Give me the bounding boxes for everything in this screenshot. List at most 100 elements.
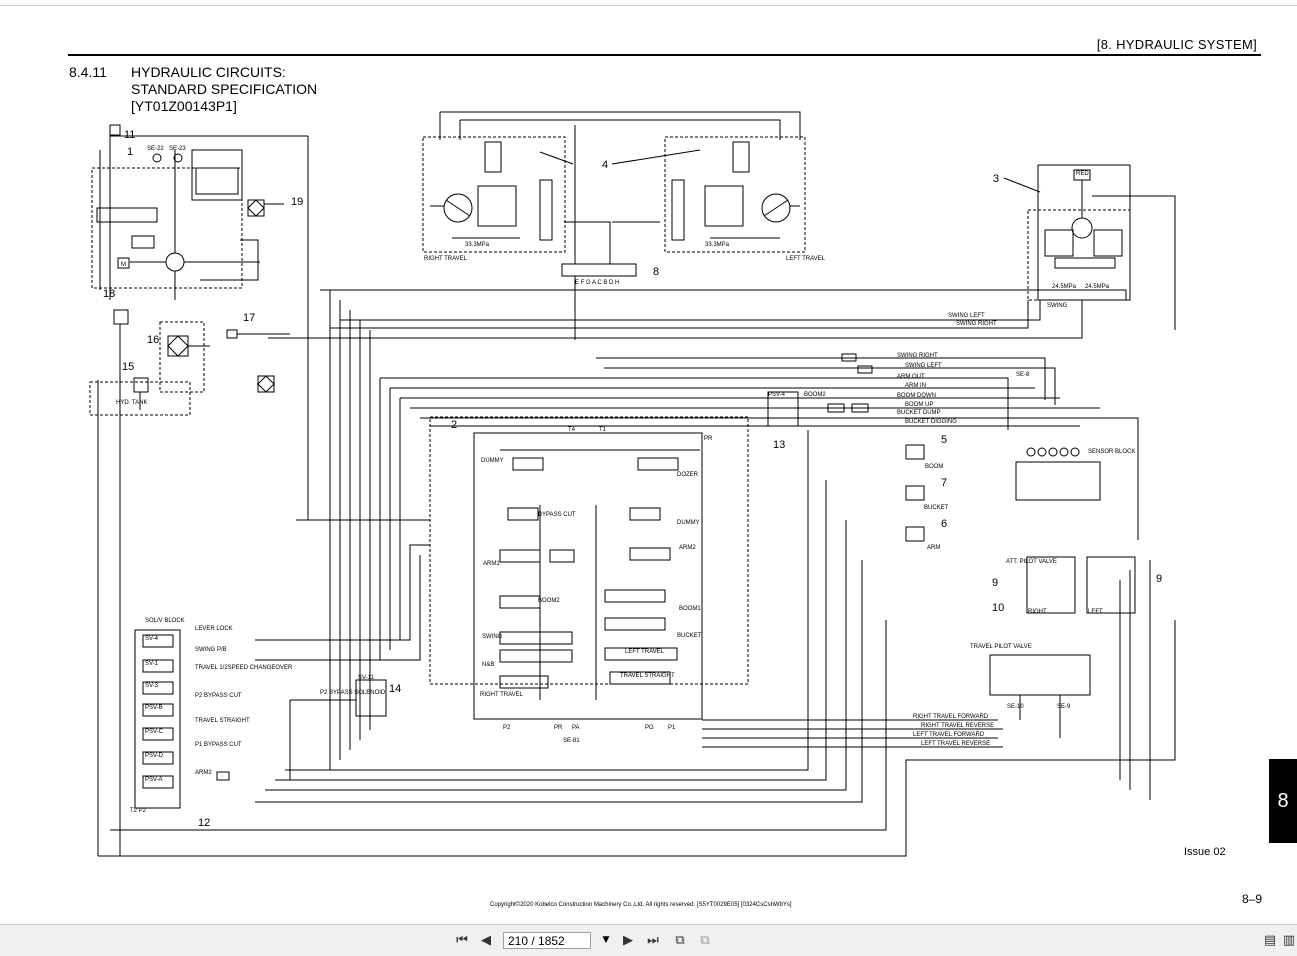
t4-label: T4 xyxy=(568,427,576,433)
page-number-input[interactable]: 210 / 1852 xyxy=(503,932,591,949)
se9-label: SE-9 xyxy=(1057,704,1071,710)
travel-pilot-valve xyxy=(989,654,1091,696)
callout-9-left: 9 xyxy=(992,577,998,589)
se8-label: SE-8 xyxy=(1016,372,1030,378)
callout-5: 5 xyxy=(941,434,947,446)
pa-label: PA xyxy=(572,725,580,731)
title-line-3: [YT01Z00143P1] xyxy=(131,98,237,114)
travel-pilot-label: TRAVEL PILOT VALVE xyxy=(970,644,1032,650)
lever-lock-label: LEVER LOCK xyxy=(195,626,233,632)
travel-motor-left xyxy=(664,136,806,253)
callout-7: 7 xyxy=(941,477,947,489)
arm2-sol-label: ARM2 xyxy=(195,770,212,776)
sensor-block-label: SENSOR BLOCK xyxy=(1088,449,1135,455)
bucket-dump-line: BUCKET DUMP xyxy=(897,410,941,416)
document-page: [8. HYDRAULIC SYSTEM] 8.4.11 HYDRAULIC C… xyxy=(0,5,1297,908)
swing-pressure-a: 24.5MPa xyxy=(1052,284,1077,290)
travel-straight-label: TRAVEL STRAIGHT xyxy=(195,718,250,724)
viewer-toolbar: ⏮ ◀ 210 / 1852 ▼ ▶ ⏭ ⧉ ⧉ ▤ ▥ xyxy=(0,924,1297,956)
last-page-icon[interactable]: ⏭ xyxy=(647,933,659,948)
se10-label: SE-10 xyxy=(1007,704,1024,710)
sv-label-6: PSV-D xyxy=(145,753,164,759)
pressure-left: 33.3MPa xyxy=(705,242,730,248)
fit-page-icon[interactable]: ⧉ xyxy=(675,933,685,948)
boom1-label: BOOM1 xyxy=(679,606,701,612)
header-rule xyxy=(68,54,1261,56)
travel-straight-spool-label: TRAVEL STRAIGHT xyxy=(620,673,675,679)
boom-label: BOOM xyxy=(925,464,943,470)
section-header: [8. HYDRAULIC SYSTEM] xyxy=(1096,37,1257,52)
att-pilot-valve-right xyxy=(1026,556,1076,614)
left-travel-reverse-line: LEFT TRAVEL REVERSE xyxy=(921,741,990,747)
callout-17: 17 xyxy=(243,312,255,324)
bucket-label: BUCKET xyxy=(924,505,949,511)
sol-block-label: SOL/V BLOCK xyxy=(145,618,185,624)
prev-page-icon[interactable]: ◀ xyxy=(481,933,491,948)
pressure-right: 33.3MPa xyxy=(465,242,490,248)
pg-label: PG xyxy=(645,725,654,731)
single-page-view-icon[interactable]: ▤ xyxy=(1263,933,1277,948)
callout-12: 12 xyxy=(198,817,210,829)
solenoid-valve-block xyxy=(134,629,230,809)
dozer-label: DOZER xyxy=(677,472,699,478)
arm-cylinder xyxy=(905,526,925,542)
sv-label-2: SV-1 xyxy=(145,661,159,667)
swing-left-line-1: SWING LEFT xyxy=(948,313,985,319)
arm1-label: ARM1 xyxy=(483,561,500,567)
callout-19: 19 xyxy=(291,196,303,208)
issue-label: Issue 02 xyxy=(1184,846,1226,858)
hydraulic-circuit-diagram: 11 1 19 SE-22 SE-23 M 18 16 17 15 HYD. T… xyxy=(89,111,1176,857)
bucket-digging-line: BUCKET DIGGING xyxy=(905,419,957,425)
swing-right-line-1: SWING RIGHT xyxy=(956,321,997,327)
boom-cylinder xyxy=(905,444,925,460)
pr-bottom-label: PR xyxy=(554,725,563,731)
copyright: Copyright©2020 Kobelco Construction Mach… xyxy=(490,902,792,908)
sv11-label: SV-11 xyxy=(358,675,375,681)
first-page-icon[interactable]: ⏮ xyxy=(456,933,468,948)
page-dropdown-icon[interactable]: ▼ xyxy=(602,935,610,945)
boom-up-line: BOOM UP xyxy=(905,402,933,408)
boom2-label: BOOM2 xyxy=(538,598,560,604)
sv-label-5: PSV-C xyxy=(145,729,164,735)
p1-label: P1 xyxy=(668,725,676,731)
callout-18: 18 xyxy=(103,288,115,300)
right-travel-label: RIGHT TRAVEL xyxy=(424,256,468,262)
att-pilot-label: ATT. PILOT VALVE xyxy=(1006,559,1057,565)
boom2-psv-label: BOOM2 xyxy=(804,392,826,398)
arm-out-line: ARM OUT xyxy=(897,374,925,380)
travel-speed-label: TRAVEL 1/2SPEED CHANGEOVER xyxy=(195,665,293,671)
se23-label: SE-23 xyxy=(169,146,186,152)
fit-width-icon[interactable]: ⧉ xyxy=(700,933,710,948)
left-label: LEFT xyxy=(1088,609,1103,615)
motor-label: M xyxy=(121,262,126,268)
sv-label-1: SV-4 xyxy=(145,636,159,642)
tank-area xyxy=(89,309,290,416)
swing-spool-label: SWING xyxy=(482,634,503,640)
next-page-icon[interactable]: ▶ xyxy=(623,933,633,948)
swing-motor xyxy=(1027,164,1176,330)
page-title: HYDRAULIC CIRCUITS: STANDARD SPECIFICATI… xyxy=(131,64,317,115)
callout-4: 4 xyxy=(602,159,608,171)
sv-label-4: PSV-B xyxy=(145,705,163,711)
swivel-joint xyxy=(561,263,637,277)
continuous-view-icon[interactable]: ▥ xyxy=(1282,933,1296,948)
pump-unit xyxy=(91,124,265,300)
bucket-spool-label: BUCKET xyxy=(677,633,702,639)
top-border xyxy=(0,5,1297,6)
right-travel-reverse-line: RIGHT TRAVEL REVERSE xyxy=(921,723,994,729)
t1-label: T1 xyxy=(599,427,607,433)
att-pilot-valve-left xyxy=(1086,556,1136,614)
swing-left-line-2: SWING LEFT xyxy=(905,363,942,369)
right-label: RIGHT xyxy=(1028,609,1047,615)
right-travel-forward-line: RIGHT TRAVEL FORWARD xyxy=(913,714,989,720)
p2-bypass-sol-label: P2 BYPASS SOLENOID xyxy=(320,690,386,696)
arm-in-line: ARM IN xyxy=(905,383,926,389)
callout-11: 11 xyxy=(124,129,135,141)
nb-label: N&B xyxy=(482,662,494,668)
left-travel-forward-line: LEFT TRAVEL FORWARD xyxy=(913,732,985,738)
section-tab: 8 xyxy=(1269,759,1297,843)
se22-label: SE-22 xyxy=(147,146,164,152)
travel-motor-right xyxy=(422,136,566,253)
callout-1: 1 xyxy=(127,146,133,158)
sensor-block xyxy=(1015,461,1101,501)
